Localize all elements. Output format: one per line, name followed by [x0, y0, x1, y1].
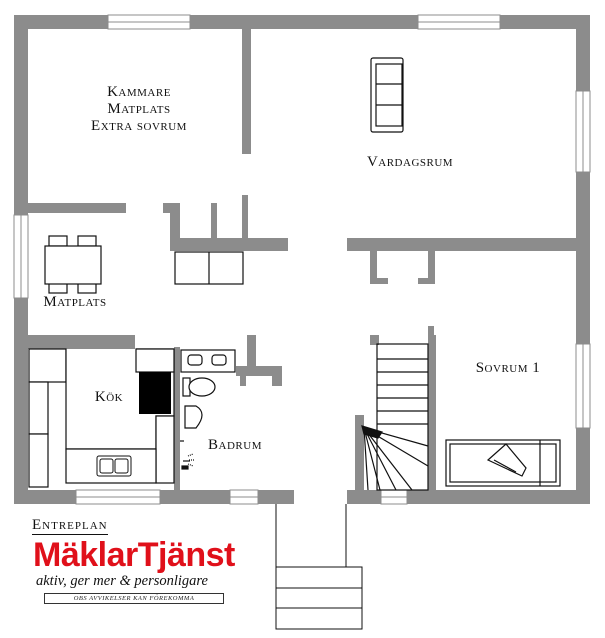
interior-staircase [361, 343, 429, 491]
brand-logo: MäklarTjänst [33, 536, 235, 574]
dining-table-icon [44, 235, 102, 294]
sink-icon [96, 455, 132, 477]
bed-icon [445, 439, 561, 487]
wardrobe-icon [174, 251, 244, 285]
interior-walls [28, 29, 590, 490]
exterior-walls [14, 15, 590, 504]
room-label-matplats: Matplats [43, 294, 107, 310]
room-label-badrum: Badrum [208, 437, 262, 453]
shower-icon [181, 453, 195, 470]
room-label-sovrum: Sovrum 1 [475, 360, 541, 376]
disclaimer-box: OBS AVVIKELSER KAN FÖREKOMMA [44, 593, 224, 604]
room-label-kammare-line2: Matplats [107, 101, 171, 117]
entrance-stairs [275, 504, 363, 630]
sofa-icon [370, 57, 404, 133]
plan-title: Entreplan [32, 517, 108, 535]
room-label-vardagsrum: Vardagsrum [366, 154, 454, 170]
windows [13, 14, 591, 505]
room-label-kammare-line3: Extra sovrum [91, 118, 187, 134]
room-label-kammare: Kammare Matplats Extra sovrum [78, 84, 200, 135]
bathroom-fixtures [180, 349, 236, 442]
brand-tagline: aktiv, ger mer & personligare [36, 573, 208, 589]
room-label-kammare-line1: Kammare [107, 84, 171, 100]
room-label-kok: Kök [94, 389, 124, 405]
stove-icon [139, 372, 171, 414]
